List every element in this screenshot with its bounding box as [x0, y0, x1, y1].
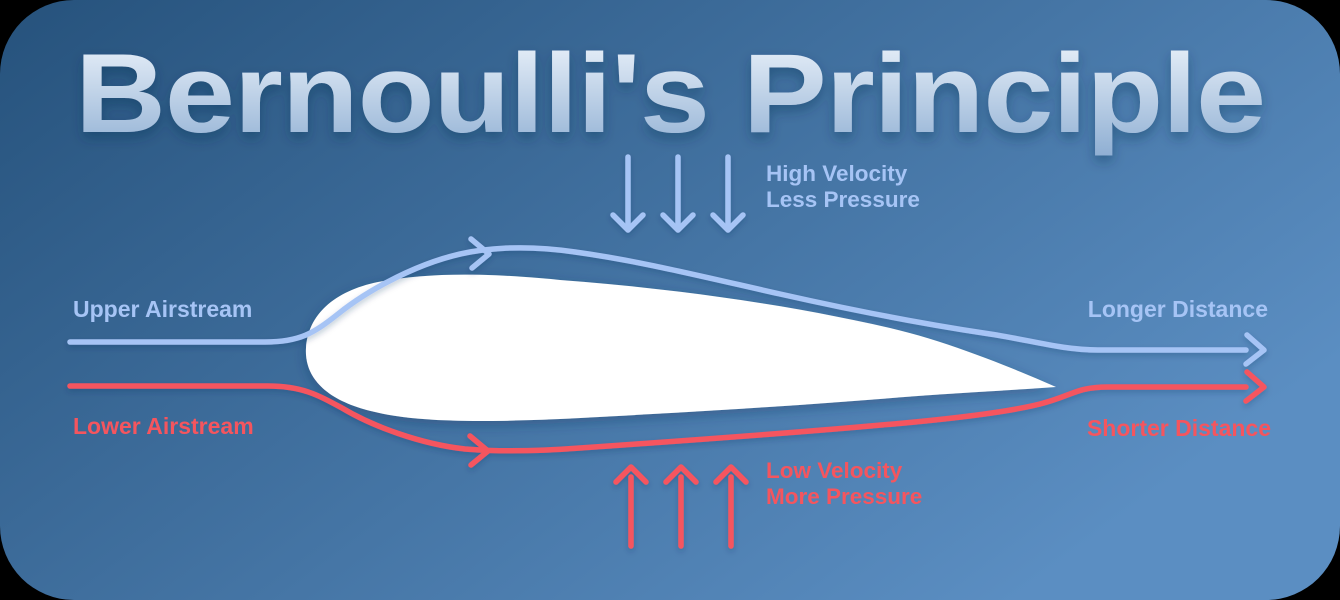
lower-streamline-end-arrowhead	[1243, 369, 1267, 404]
lower-streamline-mid-arrowhead	[467, 433, 491, 468]
high-velocity-label: High Velocity	[766, 161, 908, 186]
down-arrowhead-icon	[610, 212, 646, 233]
lower-airstream-label: Lower Airstream	[73, 413, 254, 439]
up-arrowhead-icon	[613, 464, 649, 485]
airfoil-shape	[305, 274, 1056, 422]
lower-streamline	[67, 383, 1249, 454]
upper-airstream-label: Upper Airstream	[73, 296, 252, 322]
up-arrowhead-icon	[663, 464, 699, 485]
downward-pressure-arrows	[610, 154, 746, 233]
down-arrowhead-icon	[660, 212, 696, 233]
lower-flow-group	[67, 369, 1267, 549]
upper-streamline	[67, 245, 1249, 353]
shorter-distance-label: Shorter Distance	[1087, 415, 1271, 441]
upper-flow-group	[67, 154, 1267, 367]
down-arrowhead-icon	[710, 212, 746, 233]
longer-distance-label: Longer Distance	[1088, 296, 1268, 322]
upper-streamline-mid-arrowhead	[468, 236, 492, 271]
upward-pressure-arrows	[613, 464, 749, 549]
less-pressure-label: Less Pressure	[766, 187, 920, 212]
more-pressure-label: More Pressure	[766, 484, 922, 509]
page-title: Bernoulli's Principle	[75, 31, 1265, 156]
upper-streamline-end-arrowhead	[1243, 332, 1267, 367]
lower-flow-labels: Lower Airstream Low Velocity More Pressu…	[73, 413, 1271, 509]
upper-flow-labels: Upper Airstream High Velocity Less Press…	[73, 161, 1268, 322]
low-velocity-label: Low Velocity	[766, 458, 903, 483]
up-arrowhead-icon	[713, 464, 749, 485]
